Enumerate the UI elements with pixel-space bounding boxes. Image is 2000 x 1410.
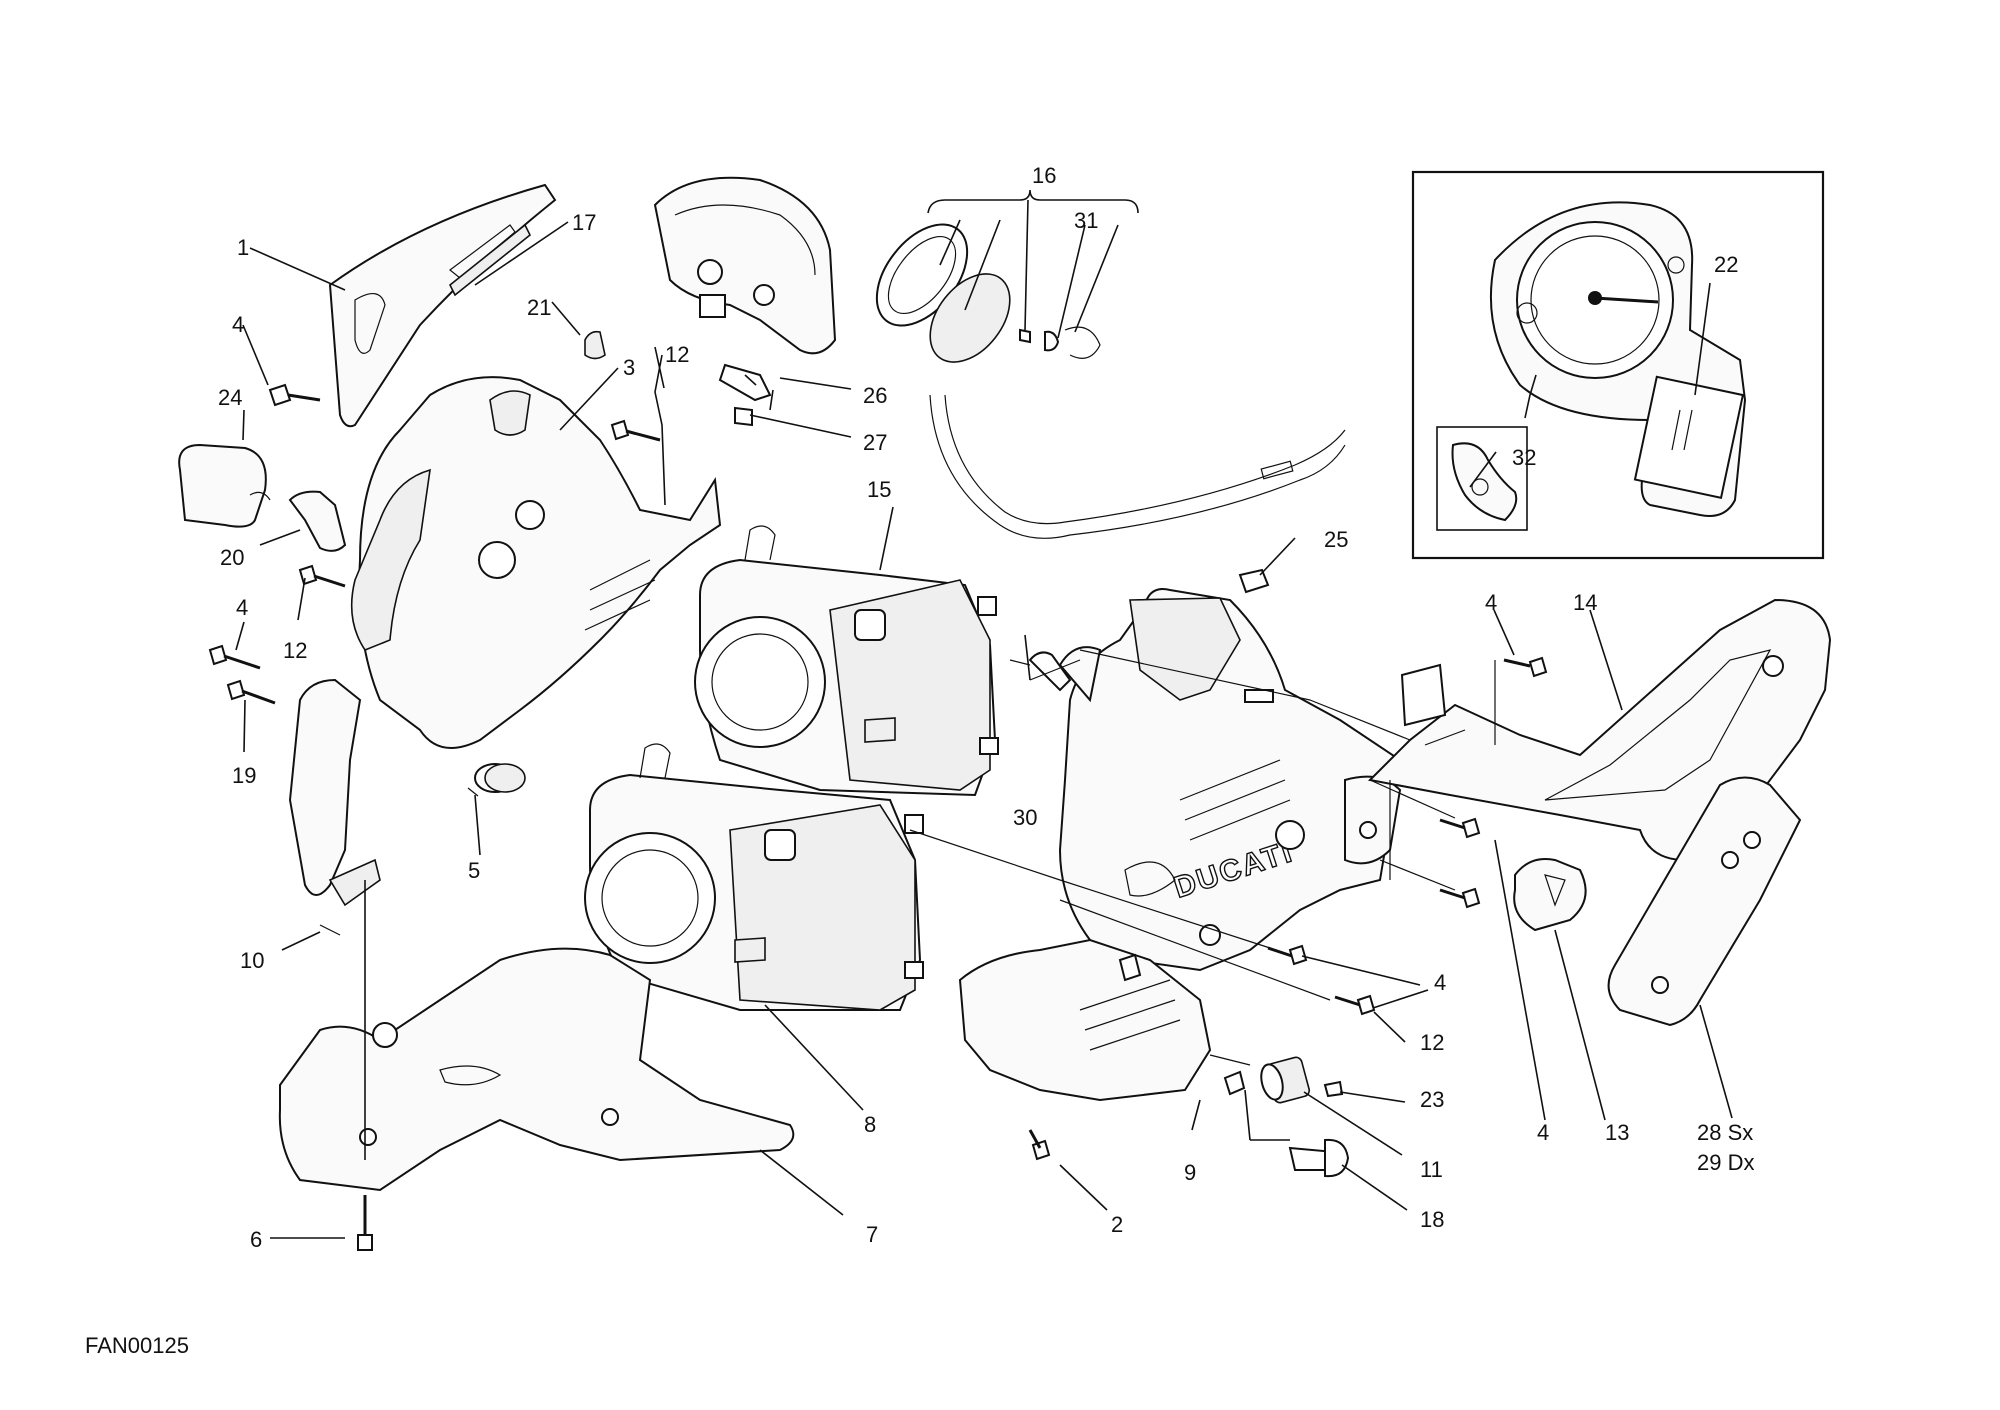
instrument-cover — [1436, 426, 1528, 531]
callout-20: 20 — [220, 545, 244, 570]
callout-4d: 4 — [1434, 970, 1446, 995]
knob — [1260, 1056, 1311, 1104]
callout-18: 18 — [1420, 1207, 1444, 1232]
callout-17: 17 — [572, 210, 596, 235]
callout-4c: 4 — [1485, 590, 1497, 615]
callout-6: 6 — [250, 1227, 262, 1252]
headlight-lower — [584, 743, 924, 1011]
callout-30: 30 — [1013, 805, 1037, 830]
right-small-parts — [357, 656, 1548, 1251]
pin — [319, 924, 341, 936]
callout-1: 1 — [237, 235, 249, 260]
bulb-and-clip — [1009, 568, 1270, 692]
callout-9: 9 — [1184, 1160, 1196, 1185]
callout-12b: 12 — [283, 638, 307, 663]
callout-11: 11 — [1420, 1157, 1443, 1182]
callout-28-sx: 28 Sx — [1697, 1120, 1753, 1145]
adjuster-knob — [467, 763, 526, 797]
callout-14: 14 — [1573, 590, 1597, 615]
side-reflector — [1513, 858, 1587, 932]
bolts-right — [357, 656, 1548, 1251]
callout-27: 27 — [863, 430, 887, 455]
callout-22: 22 — [1714, 252, 1738, 277]
callout-26: 26 — [863, 383, 887, 408]
callout-25: 25 — [1324, 527, 1348, 552]
side-plate — [1607, 776, 1802, 1027]
inset-frame — [1411, 170, 1825, 560]
callout-31: 31 — [1074, 208, 1098, 233]
callout-5: 5 — [468, 858, 480, 883]
front-fairing-inner: DUCATI — [958, 588, 1402, 1102]
left-upper-bracket — [328, 183, 557, 428]
headlight-upper — [694, 525, 999, 797]
callout-16: 16 — [1032, 163, 1056, 188]
instrument-bracket-top — [584, 176, 837, 427]
cable-clip — [288, 490, 347, 552]
callout-7: 7 — [866, 1222, 878, 1247]
callout-24: 24 — [218, 385, 242, 410]
instrument-inset — [1411, 170, 1825, 560]
callout-21: 21 — [527, 295, 551, 320]
callout-12c: 12 — [1420, 1030, 1444, 1055]
callout-29-dx: 29 Dx — [1697, 1150, 1754, 1175]
callout-4b: 4 — [236, 595, 248, 620]
figure-code: FAN00125 — [85, 1333, 189, 1358]
callout-2: 2 — [1111, 1212, 1123, 1237]
instrument-cluster — [1489, 201, 1747, 517]
windscreen-assembly — [875, 223, 1346, 539]
lower-headlight-cover — [278, 947, 795, 1192]
callout-4e: 4 — [1537, 1120, 1549, 1145]
callout-3: 3 — [623, 355, 635, 380]
callout-23: 23 — [1420, 1087, 1444, 1112]
leader-lines — [235, 189, 1733, 1239]
callout-8: 8 — [864, 1112, 876, 1137]
rubber-grommet — [178, 443, 267, 528]
callout-32: 32 — [1512, 445, 1536, 470]
callout-4a: 4 — [232, 312, 244, 337]
callout-13: 13 — [1605, 1120, 1629, 1145]
headlight-support-frame — [288, 376, 722, 907]
callout-10: 10 — [240, 948, 264, 973]
callout-12a: 12 — [665, 342, 689, 367]
callout-19: 19 — [232, 763, 256, 788]
callout-15: 15 — [867, 477, 891, 502]
callout-labels: 1 17 4 21 3 12 24 20 4 12 19 5 10 6 7 8 … — [218, 163, 1754, 1252]
